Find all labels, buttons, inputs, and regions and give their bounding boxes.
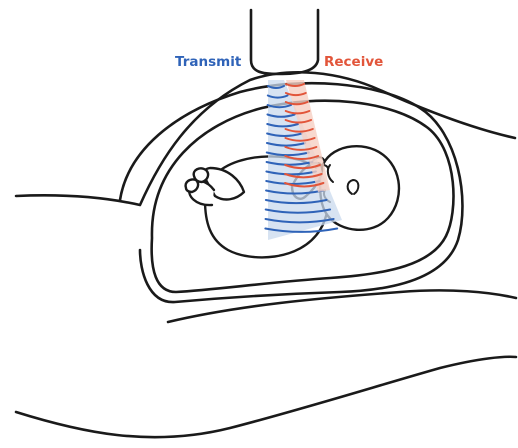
fetus-foot-lower [186, 179, 198, 192]
receive-label: Receive [324, 54, 383, 70]
transmit-label: Transmit [175, 54, 242, 70]
transducer-probe [251, 10, 318, 74]
back-contour [16, 357, 516, 437]
lower-body-contour [168, 290, 516, 322]
